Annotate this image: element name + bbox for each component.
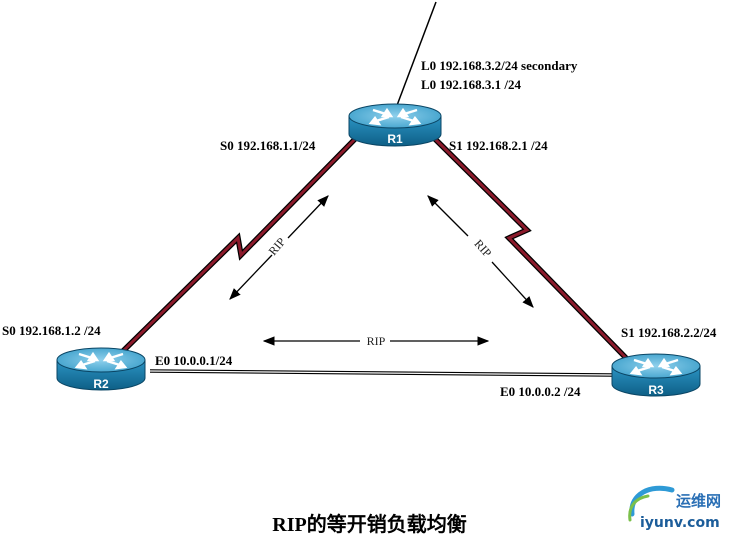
router-arrows-icon: [74, 351, 128, 370]
watermark-latin: iyunv.com: [640, 515, 720, 531]
serial-link-r1-r2: [116, 136, 358, 358]
router-r2-label: R2: [93, 377, 109, 391]
router-arrows-icon: [629, 357, 683, 376]
serial-link-r1-r3: [432, 136, 630, 362]
rip-arrow-right: RIP: [427, 195, 534, 308]
ethernet-link-r2-r3: [149, 369, 613, 377]
rip-label-right: RIP: [472, 237, 495, 260]
r2-e0-label: E0 10.0.0.1/24: [155, 353, 233, 368]
r1-loopback-secondary-label: L0 192.168.3.2/24 secondary: [421, 58, 578, 73]
router-r3-label: R3: [648, 383, 664, 397]
r1-loopback-label: L0 192.168.3.1 /24: [421, 77, 522, 92]
router-arrows-icon: [368, 107, 422, 126]
diagram-caption: RIP的等开销负载均衡: [272, 514, 467, 536]
rip-label-left: RIP: [266, 235, 289, 259]
r1-s1-label: S1 192.168.2.1 /24: [449, 138, 548, 153]
router-r1-label: R1: [387, 132, 403, 146]
watermark-logo: 运维网 iyunv.com: [628, 485, 721, 531]
r1-s0-label: S0 192.168.1.1/24: [220, 138, 316, 153]
rip-arrow-bottom: RIP: [262, 334, 490, 348]
router-r1: R1: [348, 103, 442, 147]
r1-uplink: [395, 1, 437, 109]
r2-s0-label: S0 192.168.1.2 /24: [2, 323, 101, 338]
router-r2: R2: [56, 347, 146, 391]
rip-label-bottom: RIP: [367, 334, 386, 348]
r3-s1-label: S1 192.168.2.2/24: [621, 325, 717, 340]
r3-e0-label: E0 10.0.0.2 /24: [500, 384, 581, 399]
router-r3: R3: [611, 353, 701, 397]
watermark-chinese: 运维网: [676, 492, 721, 510]
